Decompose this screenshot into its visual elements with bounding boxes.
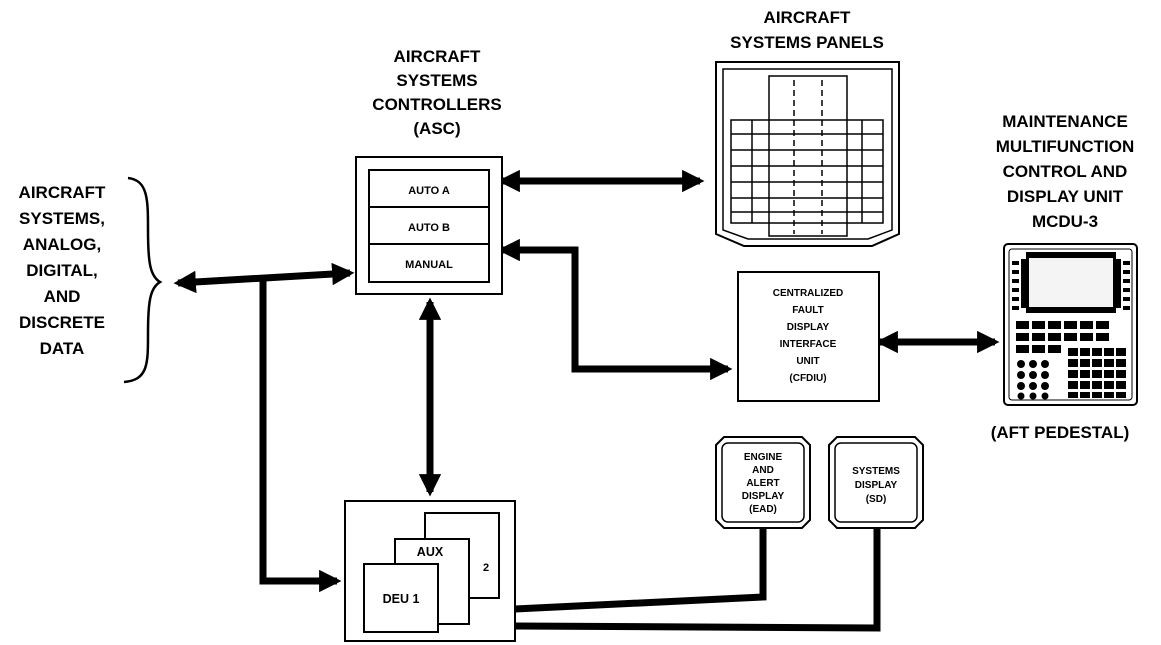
cfdiu-box: CENTRALIZED FAULT DISPLAY INTERFACE UNIT… <box>737 271 880 402</box>
ead-inner-frame <box>721 442 805 523</box>
sd-outer-frame <box>828 436 924 529</box>
mcdu-numeric-keys <box>1017 360 1049 400</box>
ead-line-3: ALERT <box>746 478 779 489</box>
left-label-line-3: ANALOG, <box>23 235 101 254</box>
ead-line-5: (EAD) <box>749 504 777 515</box>
left-label-line-4: DIGITAL, <box>26 261 97 280</box>
cfdiu-line-3: DISPLAY <box>787 322 830 333</box>
ead-outer-frame <box>715 436 811 529</box>
cfdiu-line-1: CENTRALIZED <box>773 288 844 299</box>
asc-title: AIRCRAFT SYSTEMS CONTROLLERS (ASC) <box>372 47 501 138</box>
mcdu-title-line-1: MAINTENANCE <box>1002 112 1128 131</box>
asc-box: AUTO A AUTO B MANUAL <box>355 156 503 295</box>
mcdu-title-line-3: CONTROL AND <box>1003 162 1128 181</box>
mcdu-device <box>1003 243 1138 406</box>
left-label-line-7: DATA <box>40 339 85 358</box>
asc-title-line-1: AIRCRAFT <box>394 47 481 66</box>
sd-display: SYSTEMS DISPLAY (SD) <box>828 436 924 529</box>
asc-title-line-2: SYSTEMS <box>396 71 477 90</box>
cfdiu-frame <box>737 271 880 402</box>
mcdu-bezel <box>1008 248 1133 401</box>
mcdu-alpha-keys <box>1068 348 1126 398</box>
curly-brace <box>123 176 163 384</box>
arrow-asc-cfdiu <box>497 238 733 381</box>
ead-line-1: ENGINE <box>744 452 783 463</box>
arrow-data-asc <box>173 262 355 294</box>
mcdu-title-line-4: DISPLAY UNIT <box>1007 187 1124 206</box>
sd-line-3: (SD) <box>866 494 887 505</box>
panels-illustration <box>715 61 900 247</box>
arrow-branch-deu <box>259 279 342 593</box>
deu-1-label: DEU 1 <box>383 592 420 606</box>
mcdu-title-line-2: MULTIFUNCTION <box>996 137 1135 156</box>
deu-aux-label: AUX <box>417 545 444 559</box>
cfdiu-line-5: UNIT <box>796 356 819 367</box>
left-label-line-5: AND <box>44 287 81 306</box>
aircraft-systems-data-label: AIRCRAFT SYSTEMS, ANALOG, DIGITAL, AND D… <box>19 183 106 358</box>
mcdu-screen-face <box>1029 258 1113 307</box>
deu-2-label: 2 <box>483 562 489 574</box>
asc-mode-auto-a: AUTO A <box>408 185 450 197</box>
asc-title-line-3: CONTROLLERS <box>372 95 501 114</box>
mcdu-location-label: (AFT PEDESTAL) <box>991 423 1130 442</box>
sd-inner-frame <box>834 442 918 523</box>
ead-display: ENGINE AND ALERT DISPLAY (EAD) <box>715 436 811 529</box>
cfdiu-line-2: FAULT <box>792 305 823 316</box>
asc-mode-auto-b: AUTO B <box>408 222 450 234</box>
panels-title-line-2: SYSTEMS PANELS <box>730 33 884 52</box>
left-label-line-2: SYSTEMS, <box>19 209 105 228</box>
asc-inner-frame <box>368 169 490 283</box>
mcdu-title-line-5: MCDU-3 <box>1032 212 1098 231</box>
sd-line-1: SYSTEMS <box>852 466 900 477</box>
mcdu-line-keys <box>1012 261 1130 310</box>
panels-title-line-1: AIRCRAFT <box>764 8 851 27</box>
mcdu-title: MAINTENANCE MULTIFUNCTION CONTROL AND DI… <box>996 112 1135 231</box>
deu-box: DEU 1 AUX 2 <box>344 500 516 642</box>
asc-mode-manual: MANUAL <box>405 259 453 271</box>
cfdiu-line-4: INTERFACE <box>780 339 837 350</box>
ead-line-2: AND <box>752 465 774 476</box>
left-label-line-1: AIRCRAFT <box>19 183 106 202</box>
connections <box>173 169 1000 632</box>
left-label-line-6: DISCRETE <box>19 313 105 332</box>
ead-line-4: DISPLAY <box>742 491 785 502</box>
asc-title-line-4: (ASC) <box>413 119 460 138</box>
sd-line-2: DISPLAY <box>855 480 898 491</box>
cfdiu-line-6: (CFDIU) <box>789 373 826 384</box>
systems-panels: AIRCRAFT SYSTEMS PANELS <box>715 8 900 247</box>
mcdu-function-keys <box>1016 321 1109 353</box>
deu-unit-1 <box>363 563 439 633</box>
